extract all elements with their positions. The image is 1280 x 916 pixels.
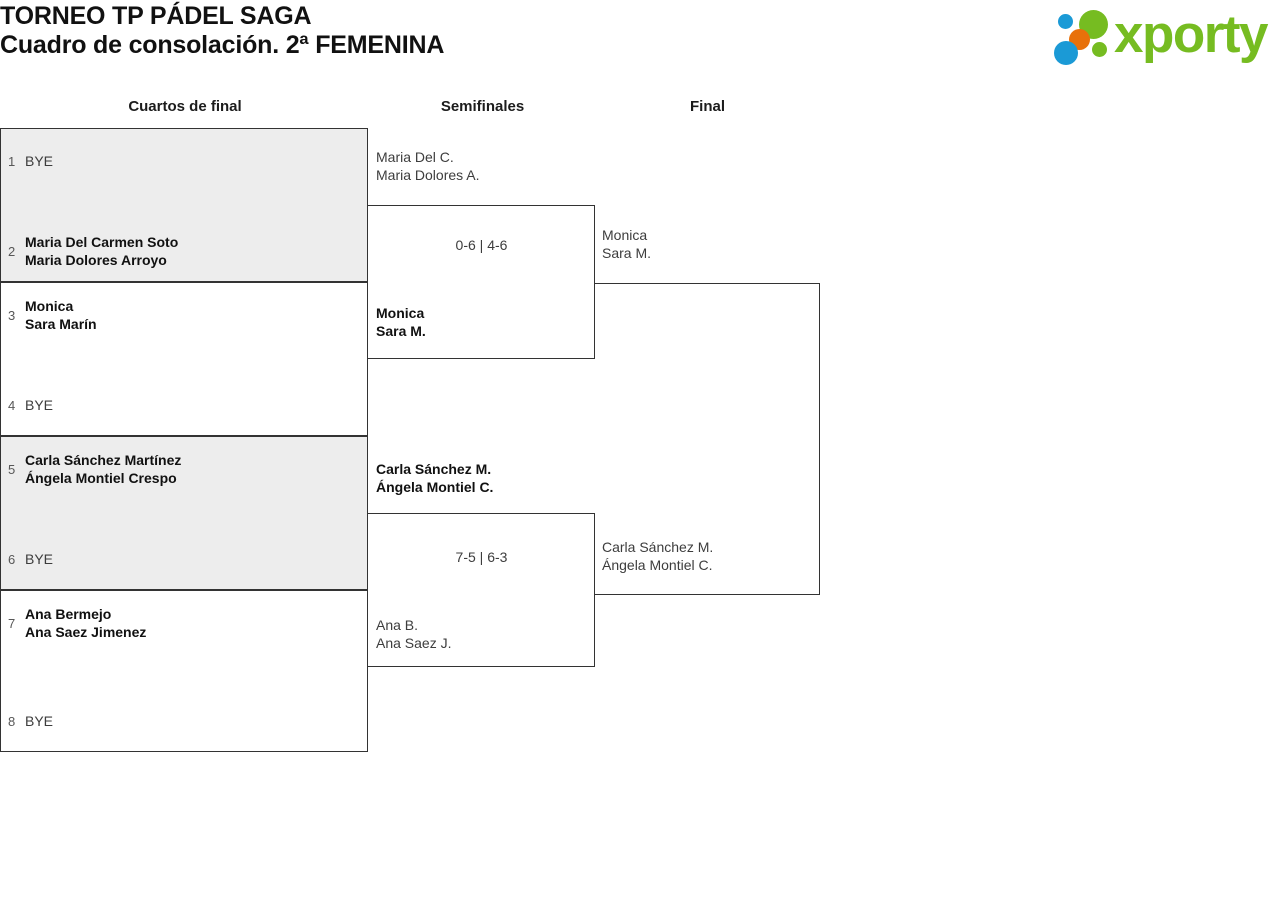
bracket-entry-seed-6[interactable]: 6 BYE <box>1 539 369 579</box>
player-name-line-2: Ángela Montiel C. <box>602 557 713 573</box>
bracket-entry-seed-4[interactable]: 4 BYE <box>1 385 369 425</box>
seed-number: 7 <box>8 615 16 631</box>
xporty-logo: xporty <box>1048 5 1274 67</box>
player-name-line-2: Sara Marín <box>25 316 97 332</box>
seed-number: 3 <box>8 307 16 323</box>
player-name-line-1: Ana B. <box>376 617 419 633</box>
logo-dots-icon <box>1052 9 1118 65</box>
tournament-name: TORNEO TP PÁDEL SAGA <box>0 2 312 30</box>
player-names: BYE <box>25 396 369 414</box>
player-name-line-1: BYE <box>25 713 54 729</box>
logo-wordmark: xporty <box>1114 5 1268 64</box>
semifinal-2-entry-top[interactable]: Carla Sánchez M. Ángela Montiel C. <box>376 460 591 496</box>
semifinal-2-entry-bottom[interactable]: Ana B. Ana Saez J. <box>376 616 591 652</box>
bracket-entry-seed-1[interactable]: 1 BYE <box>1 141 369 181</box>
seed-number: 5 <box>8 461 16 477</box>
player-name-line-2: Sara M. <box>602 245 652 261</box>
player-name-line-2: Ana Saez J. <box>376 635 452 651</box>
page-header: TORNEO TP PÁDEL SAGA Cuadro de consolaci… <box>0 0 1280 75</box>
round-header-quarterfinals: Cuartos de final <box>128 98 242 115</box>
player-name-line-2: Sara M. <box>376 323 426 339</box>
player-names: BYE <box>25 152 369 170</box>
player-names: BYE <box>25 712 369 730</box>
semifinal-match-2[interactable] <box>368 513 595 667</box>
player-name-line-1: Monica <box>602 227 648 243</box>
semifinal-match-1[interactable] <box>368 205 595 359</box>
bracket-subtitle: Cuadro de consolación. 2ª FEMENINA <box>0 31 445 59</box>
player-name-line-2: Ángela Montiel Crespo <box>25 470 177 486</box>
seed-number: 8 <box>8 713 16 729</box>
bracket: 1 BYE 2 Maria Del Carmen Soto Maria Dolo… <box>0 128 840 758</box>
quarterfinal-match-2[interactable]: 3 Monica Sara Marín 4 BYE <box>0 282 368 436</box>
final-entry-bottom[interactable]: Carla Sánchez M. Ángela Montiel C. <box>602 538 817 574</box>
player-name-line-2: Maria Dolores A. <box>376 167 480 183</box>
round-header-semifinals: Semifinales <box>440 98 525 115</box>
player-name-line-1: Maria Del C. <box>376 149 454 165</box>
seed-number: 4 <box>8 397 16 413</box>
semifinal-2-score: 7-5 | 6-3 <box>455 549 508 565</box>
logo-dot-blue-large-icon <box>1054 41 1078 65</box>
quarterfinal-match-4[interactable]: 7 Ana Bermejo Ana Saez Jimenez 8 BYE <box>0 590 368 752</box>
seed-number: 2 <box>8 243 16 259</box>
player-name-line-1: Ana Bermejo <box>25 606 112 622</box>
player-names: BYE <box>25 550 369 568</box>
final-entry-top[interactable]: Monica Sara M. <box>602 226 817 262</box>
semifinal-1-entry-top[interactable]: Maria Del C. Maria Dolores A. <box>376 148 591 184</box>
player-name-line-1: BYE <box>25 551 54 567</box>
bracket-entry-seed-3[interactable]: 3 Monica Sara Marín <box>1 295 369 335</box>
seed-number: 1 <box>8 153 16 169</box>
player-name-line-1: Carla Sánchez M. <box>376 461 492 477</box>
player-name-line-1: BYE <box>25 397 54 413</box>
semifinal-1-entry-bottom[interactable]: Monica Sara M. <box>376 304 591 340</box>
quarterfinal-match-3[interactable]: 5 Carla Sánchez Martínez Ángela Montiel … <box>0 436 368 590</box>
player-names: Carla Sánchez Martínez Ángela Montiel Cr… <box>25 451 369 487</box>
seed-number: 6 <box>8 551 16 567</box>
player-name-line-1: Maria Del Carmen Soto <box>25 234 179 250</box>
player-name-line-2: Ángela Montiel C. <box>376 479 494 495</box>
player-names: Monica Sara Marín <box>25 297 369 333</box>
player-name-line-2: Maria Dolores Arroyo <box>25 252 167 268</box>
player-name-line-1: Monica <box>25 298 74 314</box>
player-name-line-1: Carla Sánchez Martínez <box>25 452 182 468</box>
player-names: Maria Del Carmen Soto Maria Dolores Arro… <box>25 233 369 269</box>
player-name-line-1: Monica <box>376 305 425 321</box>
final-match[interactable] <box>595 283 820 595</box>
round-header-final: Final <box>689 98 725 115</box>
semifinal-1-score: 0-6 | 4-6 <box>455 237 508 253</box>
player-name-line-2: Ana Saez Jimenez <box>25 624 147 640</box>
player-name-line-1: BYE <box>25 153 54 169</box>
bracket-entry-seed-8[interactable]: 8 BYE <box>1 701 369 741</box>
page-title: TORNEO TP PÁDEL SAGA Cuadro de consolaci… <box>0 2 900 60</box>
bracket-entry-seed-5[interactable]: 5 Carla Sánchez Martínez Ángela Montiel … <box>1 449 369 489</box>
logo-dot-blue-small-icon <box>1058 14 1073 29</box>
quarterfinal-match-1[interactable]: 1 BYE 2 Maria Del Carmen Soto Maria Dolo… <box>0 128 368 282</box>
player-names: Ana Bermejo Ana Saez Jimenez <box>25 605 369 641</box>
bracket-entry-seed-7[interactable]: 7 Ana Bermejo Ana Saez Jimenez <box>1 603 369 643</box>
bracket-entry-seed-2[interactable]: 2 Maria Del Carmen Soto Maria Dolores Ar… <box>1 231 369 271</box>
player-name-line-1: Carla Sánchez M. <box>602 539 714 555</box>
logo-dot-green-small-icon <box>1092 42 1107 57</box>
